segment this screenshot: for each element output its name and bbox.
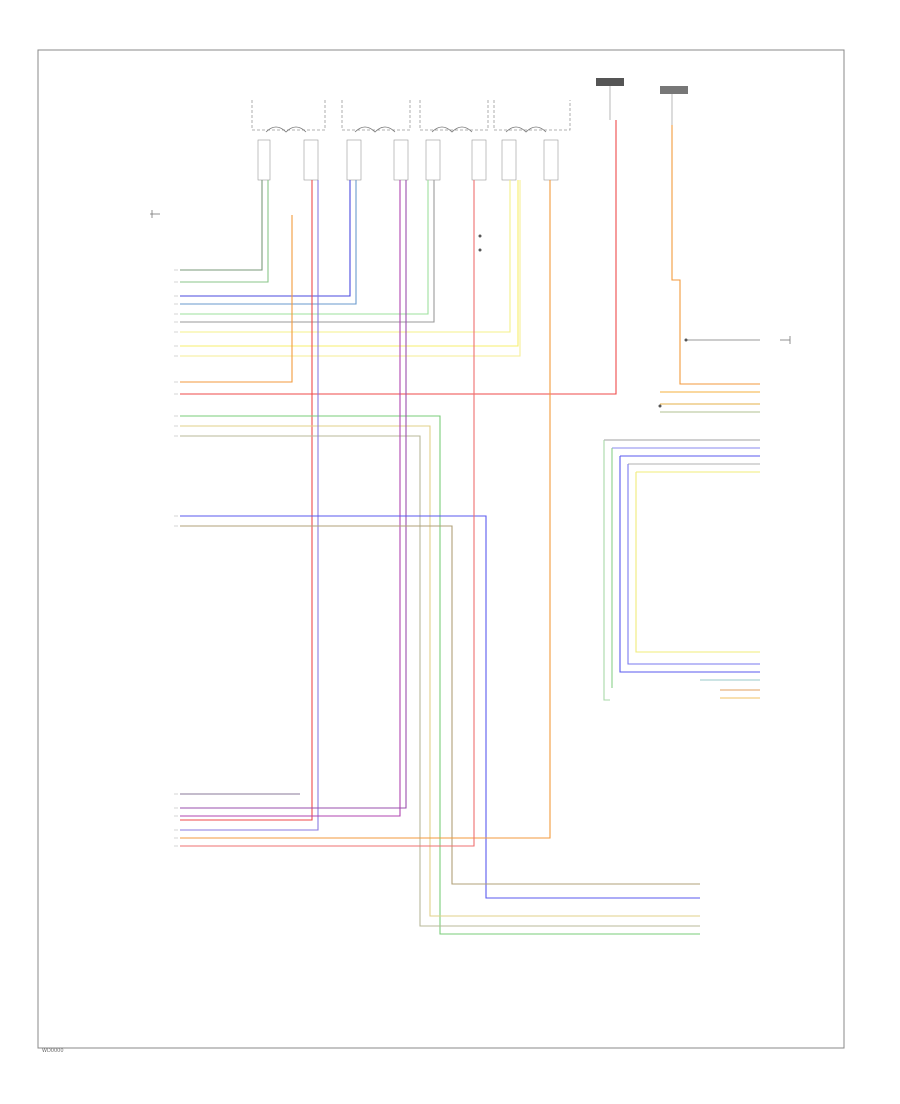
left-module-pins — [174, 269, 178, 847]
wires — [180, 120, 760, 935]
seat-motor-4 — [493, 100, 571, 181]
footer-code: WD0000 — [42, 1048, 64, 1054]
seat-motor-1 — [251, 100, 326, 181]
top-components — [251, 78, 688, 181]
seat-motor-3 — [419, 100, 489, 181]
diagram-frame — [37, 49, 845, 1049]
seat-motor-2 — [341, 100, 411, 181]
junctions — [478, 234, 688, 408]
fuse-block-1 — [596, 78, 624, 120]
fuse-block-2 — [660, 86, 688, 125]
ground-symbol-right — [780, 336, 791, 344]
ground-symbol-left — [150, 210, 160, 218]
